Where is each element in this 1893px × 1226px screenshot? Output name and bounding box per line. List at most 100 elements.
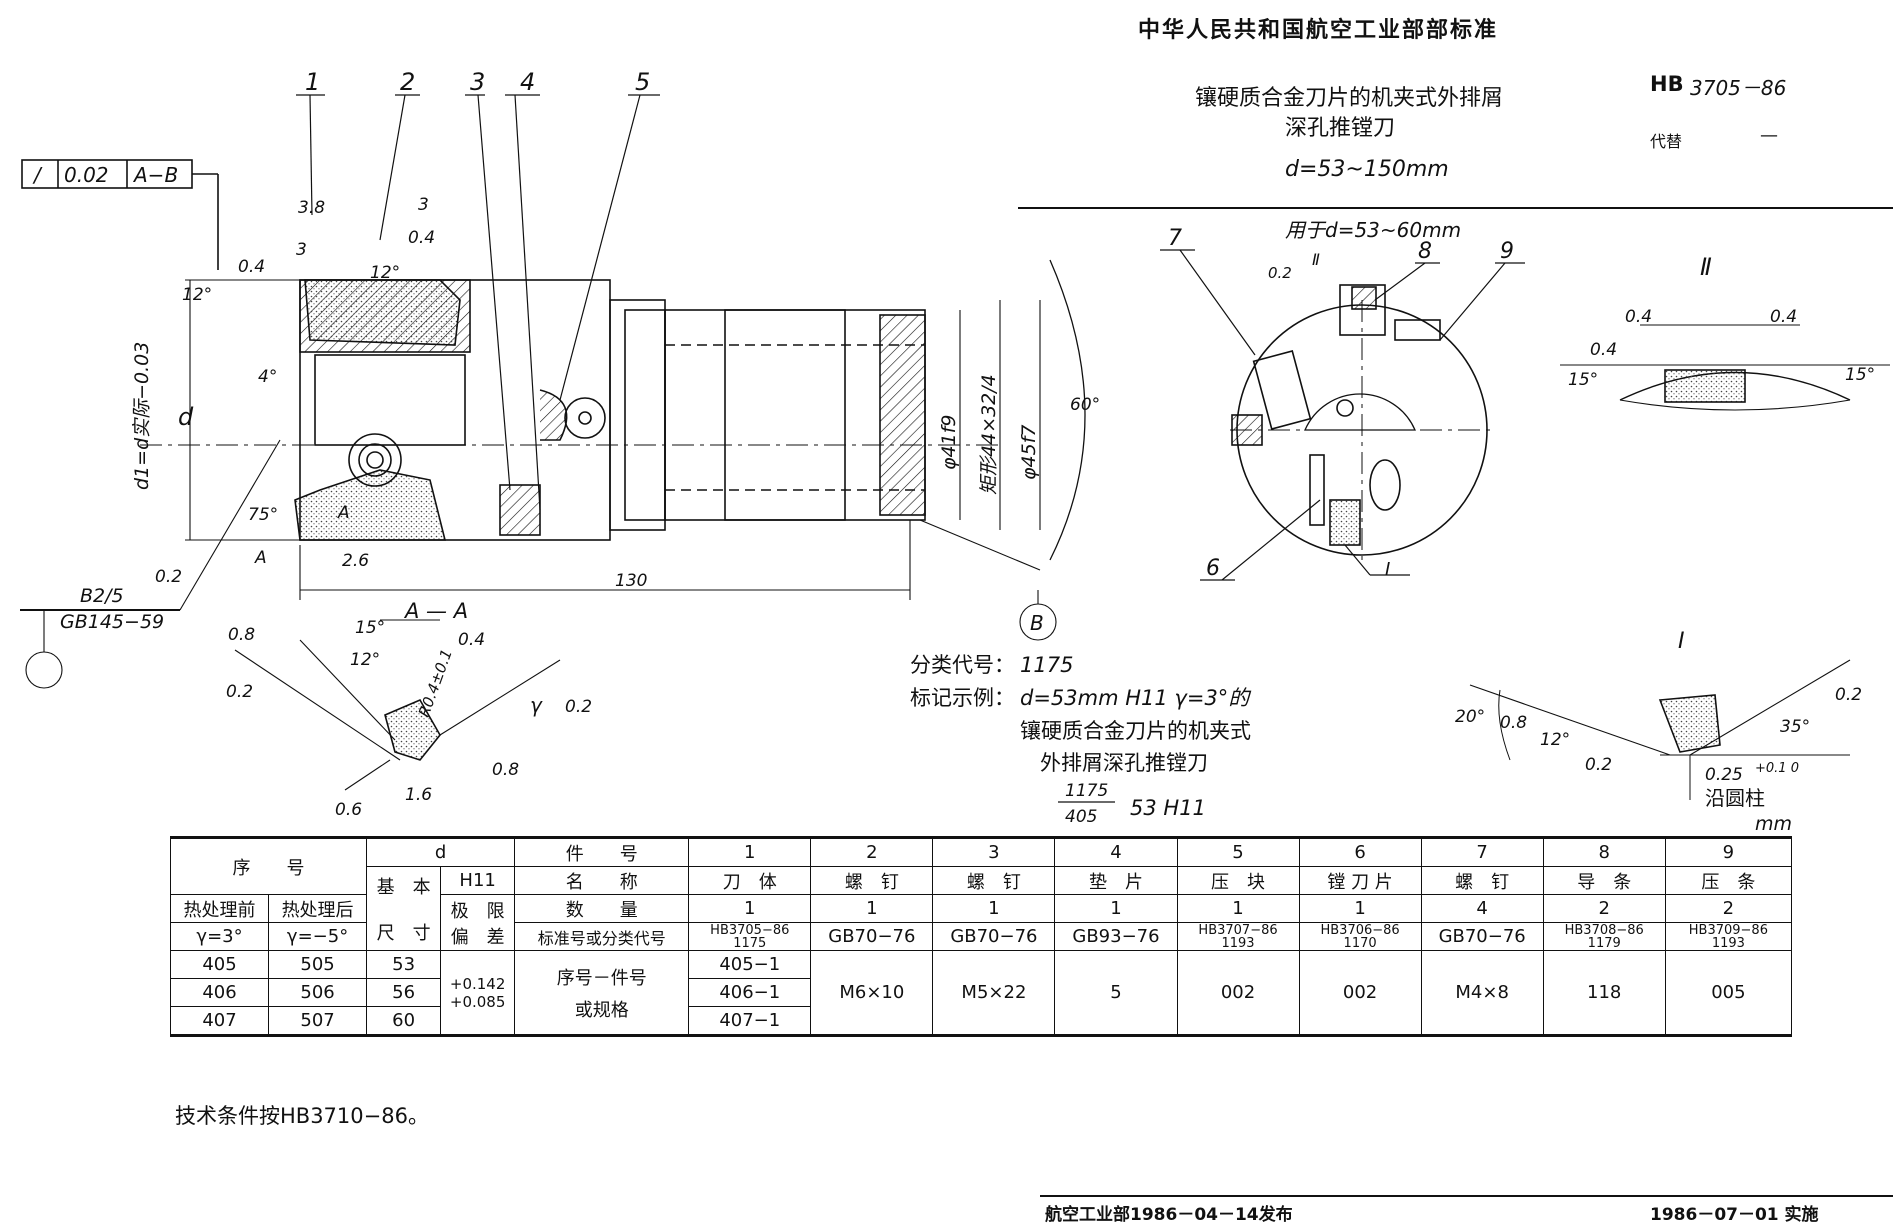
h-limit: 极 限 [450, 900, 505, 922]
data-row-3: 407 507 60 407−1 [169, 1006, 1792, 1036]
h-before: 热处理前 [169, 894, 270, 923]
after-1: 505 [268, 950, 368, 979]
h-limit-dev: 极 限偏 差 [440, 894, 516, 951]
before-1: 405 [169, 950, 270, 979]
dim-0-4-a: 0.4 [238, 257, 265, 277]
spec-table: 序 号 d 件 号 1 2 3 4 5 6 7 8 9 基 本尺 寸 H11 名… [169, 836, 1793, 1037]
detail-ii-15-a: 15° [1568, 370, 1598, 390]
part-label-5: 5 [635, 68, 650, 96]
example-line3: 外排屑深孔推镗刀 [1040, 751, 1208, 775]
part-name-9: 压 条 [1664, 866, 1793, 895]
tech-note: 技术条件按HB3710−86。 [175, 1104, 429, 1128]
class-code: 1175 [1020, 653, 1073, 677]
dim-gb145: GB145−59 [60, 611, 164, 633]
part-std-7: GB70−76 [1420, 922, 1544, 951]
example-label: 标记示例： [910, 686, 1015, 710]
angle-75: 75° [248, 505, 278, 525]
dim-b2-5: B2/5 [80, 585, 124, 607]
doc-title-line2: 深孔推镗刀 [1285, 116, 1396, 141]
end-view-caption: 用于d=53~60mm [1285, 218, 1461, 242]
part-std-8a: HB3708−86 [1564, 922, 1644, 938]
h-basic: 基 本 [376, 876, 431, 898]
doc-range: d=53~150mm [1285, 157, 1449, 182]
part-name-1: 刀 体 [688, 866, 812, 895]
detail-i-12: 12° [1540, 730, 1570, 750]
aa-v-0-2-b: 0.2 [565, 697, 592, 717]
footer-rule [1040, 1195, 1893, 1197]
spec-6: 002 [1298, 950, 1422, 1036]
dim-rect: 矩形44×32/4 [978, 374, 1000, 495]
part-name-5: 压 块 [1176, 866, 1300, 895]
tol-value: 0.02 [64, 163, 109, 187]
part-std-6a: HB3706−86 [1320, 922, 1400, 938]
frac-den: 405 [1065, 807, 1097, 827]
row-name: 基 本尺 寸 H11 名 称 刀 体 螺 钉 螺 钉 垫 片 压 块 镗 刀 片… [171, 866, 1793, 951]
aa-v-0-2-a: 0.2 [226, 682, 253, 702]
part-qty-9: 2 [1664, 894, 1793, 923]
end-part-7: 7 [1168, 226, 1182, 251]
after-3: 507 [268, 1006, 368, 1036]
part-name-2: 螺 钉 [810, 866, 934, 895]
aa-angle-12: 12° [350, 650, 380, 670]
detail-ii-0-4-a: 0.4 [1625, 307, 1652, 327]
h-dev: 偏 差 [450, 926, 505, 948]
part-leaders [296, 94, 660, 511]
tolerance-frame: / 0.02 A−B [21, 159, 219, 270]
spec-8: 118 [1542, 950, 1666, 1036]
aa-v-0-4: 0.4 [458, 630, 485, 650]
detail-i-labels: Ⅰ 20° 0.8 12° 0.2 35° 0.2 0.25 +0.1 0 沿圆… [1455, 629, 1862, 835]
part-std-9a: HB3709−86 [1688, 922, 1768, 938]
std-prefix: HB [1650, 72, 1684, 96]
p1-2: 406−1 [688, 978, 812, 1007]
part-std-3: GB70−76 [932, 922, 1056, 951]
detail-i [1469, 659, 1851, 800]
part-qty-5: 1 [1176, 894, 1300, 923]
dim-phi41: φ41f9 [938, 415, 960, 471]
aa-radius: R0.4±0.1 [415, 647, 456, 720]
end-part-6: 6 [1206, 556, 1220, 581]
spec-3: M5×22 [932, 950, 1056, 1036]
part-std-9b: 1193 [1711, 935, 1745, 951]
basic-3: 60 [366, 1006, 442, 1036]
aa-angle-15: 15° [355, 618, 385, 638]
h-name: 名 称 [514, 866, 690, 895]
footer-issued: 航空工业部1986－04－14发布 [1045, 1205, 1293, 1225]
part-std-5a: HB3707−86 [1198, 922, 1278, 938]
h-d: d [366, 837, 516, 867]
part-name-7: 螺 钉 [1420, 866, 1544, 895]
detail-ii [1560, 324, 1890, 411]
detail-ii-0-4-b: 0.4 [1770, 307, 1797, 327]
h-std: 标准号或分类代号 [514, 922, 690, 951]
dim-d1: d1=d实际−0.03 [131, 342, 153, 490]
detail-i-v-0-2-b: 0.2 [1835, 685, 1862, 705]
section-aa-title: A — A [403, 599, 468, 623]
end-view-labels: 用于d=53~60mm 7 8 9 6 Ⅱ Ⅰ 0.2 [1168, 218, 1514, 581]
part-std-4: GB93−76 [1054, 922, 1178, 951]
part-qty-8: 2 [1542, 894, 1666, 923]
detail-i-v-0-2-a: 0.2 [1585, 755, 1612, 775]
aa-gamma: γ [530, 693, 543, 717]
example-line2: 镶硬质合金刀片的机夹式 [1020, 719, 1251, 743]
part-qty-2: 1 [810, 894, 934, 923]
spec-9: 005 [1664, 950, 1793, 1036]
detail-i-v-0-8: 0.8 [1500, 713, 1527, 733]
part-label-1: 1 [305, 68, 320, 96]
p1-1: 405−1 [688, 950, 812, 979]
h-gamma-3: γ=3° [169, 922, 270, 951]
tol-symbol: / [32, 163, 43, 187]
main-dim-lines [20, 279, 1057, 689]
part-name-4: 垫 片 [1054, 866, 1178, 895]
h-seqspec-1: 序号－件号 [556, 967, 647, 989]
detail-i-35: 35° [1780, 717, 1810, 737]
section-label-a: A [254, 548, 267, 568]
dim-3-a: 3 [296, 240, 307, 260]
h-size: 尺 寸 [376, 922, 431, 944]
detail-ii-0-4-c: 0.4 [1590, 340, 1617, 360]
end-roman-2: Ⅱ [1312, 250, 1320, 269]
detail-ii-label: Ⅱ [1700, 253, 1712, 281]
part-no-8: 8 [1542, 837, 1666, 867]
end-view-leaders [1160, 249, 1525, 581]
part-std-6b: 1170 [1343, 935, 1377, 951]
